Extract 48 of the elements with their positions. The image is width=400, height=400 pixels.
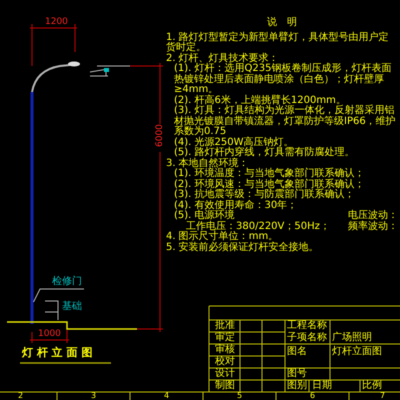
lamp-pole <box>30 92 34 324</box>
note-text: (2). 杆高6米，上端挑臂长1200mm。 <box>173 96 346 106</box>
table-cell-text: 图号 <box>287 369 307 380</box>
drawing-title: 灯 杆 立 面 图 <box>22 348 92 358</box>
leader-line <box>33 288 84 302</box>
table-cell-text: 审定 <box>215 333 235 344</box>
note-text: (5). 电源环境 <box>173 211 235 221</box>
note-text: 3. 本地自然环境： <box>166 158 249 168</box>
note-text: 5. 安装前必须保证灯杆安全接地。 <box>166 242 320 253</box>
note-text: 4. 图示尺寸单位：mm。 <box>166 232 278 242</box>
table-cell-text: 日期 <box>312 381 332 392</box>
dimension-text: 1200 <box>45 17 68 28</box>
part-label: 检修门 <box>52 277 82 288</box>
table-cell-text: 图名 <box>287 347 307 358</box>
note-text: 工作电压：380/220V；50Hz； <box>186 222 330 232</box>
table-cell-text: 设计 <box>215 369 235 380</box>
table-cell-text: 审核 <box>215 345 235 356</box>
table-cell-text: 广场照明 <box>332 333 372 344</box>
column-number: 6 <box>310 392 316 400</box>
table-cell-text: 比例 <box>362 381 382 392</box>
column-number: 2 <box>18 392 24 400</box>
part-label: 基础 <box>62 302 82 312</box>
column-number: 5 <box>237 392 242 400</box>
note-text: (5). 路灯杆内穿线，灯具需有防腐处理。 <box>173 148 356 158</box>
table-cell-text: 校对 <box>215 357 235 368</box>
notes-heading: 说 明 <box>267 18 297 28</box>
dimension-text: 6000 <box>155 124 166 147</box>
note-text: 1. 路灯灯型暂定为新型单臂灯，具体型号由用户定货时定。 <box>166 32 390 53</box>
column-number: 4 <box>164 392 170 400</box>
table-cell-text: 图别 <box>287 381 307 392</box>
note-text: (1). 灯杆：选用Q235钢板卷制压成形，灯杆表面热镀锌处理后表面静电喷涂（白色）；灯杆壁厚≥4mm。 <box>173 64 392 95</box>
column-number: 3 <box>91 392 96 400</box>
note-text: (2). 环境风速：与当地气象部门联系确认； <box>173 180 366 190</box>
note-text: (1). 环境温度：与当地气象部门联系确认； <box>173 169 366 179</box>
table-cell-text: 子项名称 <box>287 333 327 344</box>
note-text: 频率波动： <box>348 222 398 232</box>
table-cell-text: 灯杆立面图 <box>332 347 382 358</box>
note-text: (3). 灯具：灯具结构为光源一体化，反射器采用铝材抛光镀膜自带镇流器，灯罩防护等级IP66，维护系数为0.75 <box>173 106 397 137</box>
note-text: (4). 有效使用寿命：30年； <box>173 200 298 210</box>
column-number: 7 <box>380 392 386 400</box>
note-text: (3). 抗地震等级：与防震部门联系确认； <box>173 190 356 200</box>
dimension-text: 1000 <box>38 329 61 340</box>
note-text: 电压波动： <box>348 211 398 221</box>
note-text: 2. 灯杆、灯具技术要求： <box>166 54 279 64</box>
table-cell-text: 批准 <box>215 321 235 332</box>
table-cell-text: 制图 <box>215 381 235 392</box>
note-text: (4). 光源250W高压钠灯。 <box>173 138 294 148</box>
table-cell-text: 工程名称 <box>287 321 327 332</box>
